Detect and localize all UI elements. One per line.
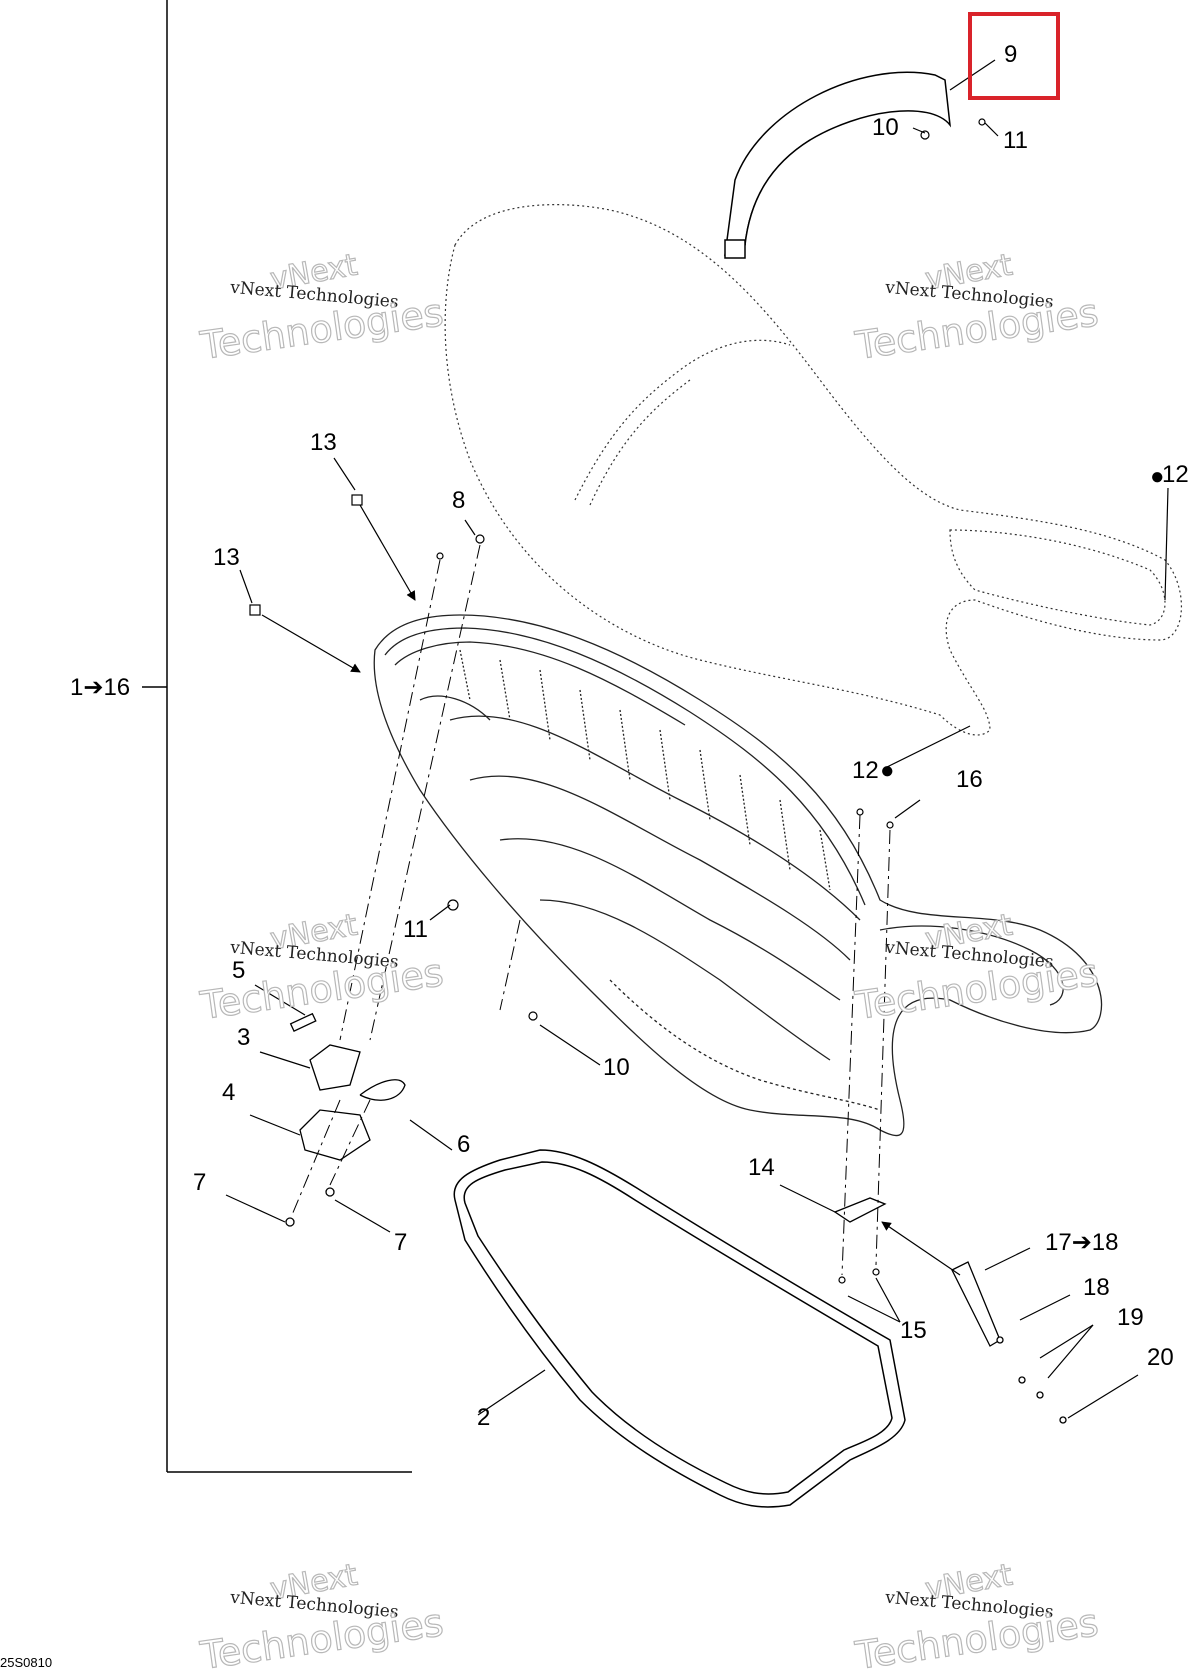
label-4: 4	[222, 1079, 235, 1106]
label-12-top: 12	[1162, 461, 1189, 488]
highlight-box-part-9	[968, 12, 1060, 100]
drop-icon: ●	[880, 757, 895, 784]
bracket-parts	[833, 1197, 1067, 1424]
drop-icon: ●	[1150, 463, 1165, 490]
label-15: 15	[900, 1317, 927, 1344]
label-17-18: 17➔18	[1045, 1229, 1119, 1256]
label-12-bottom: 12	[852, 757, 879, 784]
latch-parts	[285, 1012, 406, 1227]
label-7-left: 7	[193, 1169, 206, 1196]
gasket-part	[453, 1149, 906, 1508]
label-3: 3	[237, 1024, 250, 1051]
label-14: 14	[748, 1154, 775, 1181]
label-13-a: 13	[310, 429, 337, 456]
label-20: 20	[1147, 1344, 1174, 1371]
label-7-right: 7	[394, 1229, 407, 1256]
label-19: 19	[1117, 1304, 1144, 1331]
assembly-bracket	[142, 0, 412, 1473]
label-11-top: 11	[1003, 127, 1028, 154]
seat-base-drawing	[373, 614, 1103, 1137]
callout-labels: 9 10 11 12 ● 12 ● 13 13 8 1➔16 16 11 5 3…	[70, 41, 1189, 1431]
fastener-marks	[249, 118, 986, 1284]
label-6: 6	[457, 1131, 470, 1158]
strap-part	[724, 71, 952, 259]
direction-arrows	[261, 504, 961, 1276]
label-11-mid: 11	[403, 916, 428, 943]
label-5: 5	[232, 957, 245, 984]
label-10-mid: 10	[603, 1054, 630, 1081]
label-9: 9	[1004, 41, 1017, 68]
leader-lines	[225, 59, 1169, 1419]
alignment-lines	[291, 544, 891, 1276]
label-8: 8	[452, 487, 465, 514]
seat-cover-drawing	[444, 204, 1183, 736]
label-10-top: 10	[872, 114, 899, 141]
figure-id: 25S0810	[0, 1655, 53, 1670]
label-16: 16	[956, 766, 983, 793]
label-13-b: 13	[213, 544, 240, 571]
label-18: 18	[1083, 1274, 1110, 1301]
label-2: 2	[477, 1404, 490, 1431]
label-1-16: 1➔16	[70, 674, 130, 701]
